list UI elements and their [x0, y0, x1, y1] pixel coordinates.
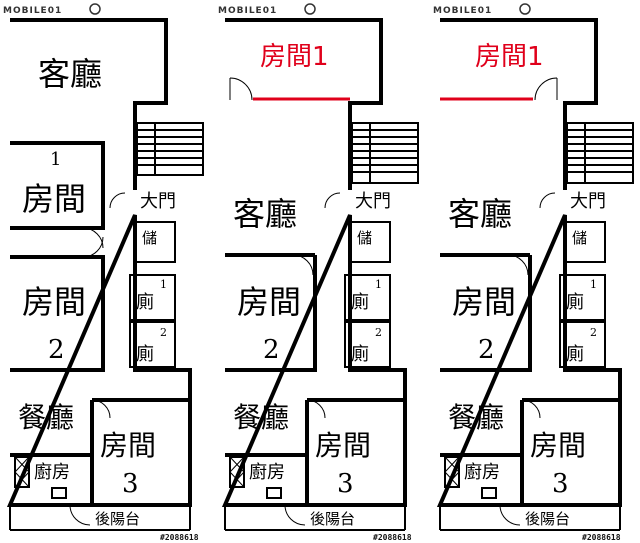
kitchen-label: 廚房 [464, 461, 500, 483]
wc-2 [129, 321, 176, 368]
room-2-number: 2 [263, 335, 280, 365]
watermark: MOBILE01 [218, 6, 277, 16]
room-1-door [229, 77, 253, 101]
room-2-wall [10, 255, 105, 372]
storage-closet [564, 221, 606, 263]
wc-2-label: 廁 [351, 343, 369, 365]
wc-2 [559, 321, 606, 368]
storage-label: 儲 [142, 229, 157, 247]
living-room-label: 客廳 [38, 55, 102, 93]
dining-label: 餐廳 [448, 401, 504, 434]
room-1-wall [10, 141, 105, 230]
image-id: #2088618 [582, 533, 621, 542]
room-3-label: 房間 [100, 429, 156, 462]
floor-plan-1: MOBILE01 [3, 3, 204, 542]
room-3-label: 房間 [530, 429, 586, 462]
wc-2 [344, 321, 391, 368]
wc-2-number: 2 [160, 326, 167, 339]
dining-label: 餐廳 [233, 401, 289, 434]
storage-closet [134, 221, 176, 263]
watermark-logo-icon [89, 3, 101, 15]
room-1-door [534, 77, 558, 101]
kitchen-label: 廚房 [249, 461, 285, 483]
room-1-label: 房間 [22, 180, 86, 218]
room-2-number: 2 [478, 335, 495, 365]
storage-closet [349, 221, 391, 263]
main-door-label: 大門 [570, 191, 606, 212]
living-room-label: 客廳 [448, 195, 512, 233]
staircase [136, 122, 204, 176]
room-1-label: 房間1 [475, 42, 544, 72]
dining-label: 餐廳 [18, 401, 74, 434]
wc-1-number: 1 [160, 278, 167, 291]
floor-plan-2: MOBILE01 [218, 3, 419, 542]
room-2-label: 房間 [237, 283, 301, 321]
wc-1 [129, 274, 176, 321]
image-id: #2088618 [373, 533, 412, 542]
watermark-logo-icon [519, 3, 531, 15]
main-door-label: 大門 [140, 191, 176, 212]
main-door-label: 大門 [355, 191, 391, 212]
room-2-label: 房間 [22, 283, 86, 321]
sink-icon [266, 487, 282, 499]
floor-plan-3: MOBILE01 [433, 3, 634, 542]
wc-1-label: 廁 [136, 291, 154, 313]
balcony-door [284, 504, 306, 526]
balcony-label: 後陽台 [310, 510, 355, 528]
room-2-door [82, 236, 104, 258]
watermark: MOBILE01 [3, 6, 62, 16]
kitchen-label: 廚房 [34, 461, 70, 483]
storage-label: 儲 [572, 229, 587, 247]
main-door-swing [109, 192, 126, 209]
room-2-wall [225, 255, 317, 372]
room-3-label: 房間 [315, 429, 371, 462]
room-3-number: 3 [122, 469, 139, 499]
wc-1-label: 廁 [566, 291, 584, 313]
room-3-number: 3 [552, 469, 569, 499]
sink-icon [51, 487, 67, 499]
wc-1-number: 1 [590, 278, 597, 291]
wc-2-number: 2 [590, 326, 597, 339]
wc-1-number: 1 [375, 278, 382, 291]
balcony-door [69, 504, 91, 526]
living-room-label: 客廳 [233, 195, 297, 233]
wc-1 [344, 274, 391, 321]
room-2-wall [440, 255, 532, 372]
balcony-label: 後陽台 [95, 510, 140, 528]
main-door-swing [539, 192, 556, 209]
staircase [566, 122, 634, 184]
room-1-door [82, 227, 104, 249]
wc-2-label: 廁 [566, 343, 584, 365]
room-1-label: 房間1 [260, 42, 329, 72]
wc-2-label: 廁 [136, 343, 154, 365]
room-2-door [292, 254, 314, 276]
balcony-label: 後陽台 [525, 510, 570, 528]
watermark: MOBILE01 [433, 6, 492, 16]
balcony-door [499, 504, 521, 526]
watermark-logo-icon [304, 3, 316, 15]
wc-1-label: 廁 [351, 291, 369, 313]
room-3-number: 3 [337, 469, 354, 499]
room-2-number: 2 [48, 335, 65, 365]
main-door-swing [324, 192, 341, 209]
room-2-door [507, 254, 529, 276]
wc-1 [559, 274, 606, 321]
staircase [351, 122, 419, 184]
storage-label: 儲 [357, 229, 372, 247]
sink-icon [481, 487, 497, 499]
wc-2-number: 2 [375, 326, 382, 339]
room-1-number: 1 [50, 149, 61, 170]
image-id: #2088618 [160, 533, 199, 542]
room-2-label: 房間 [452, 283, 516, 321]
